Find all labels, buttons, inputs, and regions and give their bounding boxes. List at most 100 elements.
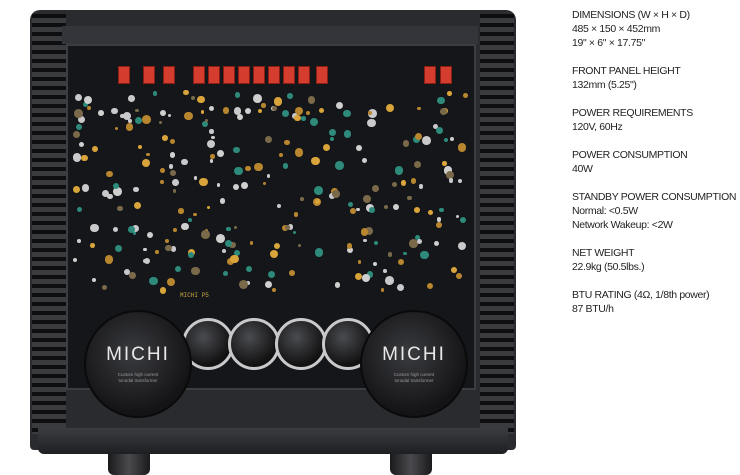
board-component bbox=[81, 184, 90, 192]
board-component bbox=[142, 247, 147, 252]
board-component bbox=[75, 93, 82, 101]
board-component bbox=[373, 240, 378, 245]
board-component bbox=[319, 108, 325, 114]
board-component bbox=[449, 137, 454, 142]
board-component bbox=[170, 246, 177, 253]
spec-block: BTU RATING (4Ω, 1/8th power)87 BTU/h bbox=[572, 288, 736, 316]
board-component bbox=[244, 107, 252, 115]
board-component bbox=[285, 225, 290, 230]
board-component bbox=[274, 242, 281, 250]
board-component bbox=[246, 266, 253, 273]
board-component bbox=[133, 186, 140, 193]
board-component bbox=[174, 266, 181, 273]
board-component bbox=[363, 195, 372, 204]
board-component bbox=[200, 110, 205, 115]
spec-block: DIMENSIONS (W × H × D) 485 × 150 × 452mm 1… bbox=[572, 8, 736, 50]
board-component bbox=[307, 95, 316, 104]
board-component bbox=[382, 269, 387, 273]
film-capacitor bbox=[163, 66, 175, 84]
board-component bbox=[117, 205, 123, 212]
spec-heading: DIMENSIONS (W × H × D) bbox=[572, 9, 690, 21]
board-component bbox=[223, 271, 229, 276]
board-component bbox=[332, 189, 340, 198]
board-component bbox=[128, 119, 132, 123]
board-component bbox=[86, 106, 91, 111]
board-component bbox=[253, 93, 262, 103]
board-component bbox=[193, 213, 197, 217]
board-component bbox=[264, 135, 273, 144]
board-component bbox=[387, 251, 393, 257]
board-component bbox=[254, 162, 263, 172]
board-component bbox=[171, 179, 179, 186]
board-component bbox=[187, 251, 195, 259]
board-component bbox=[261, 103, 266, 108]
transformer-caption: Custom high current toroidal transformer bbox=[393, 372, 435, 383]
board-component bbox=[271, 287, 277, 292]
spec-value: 19" × 6" × 17.75" bbox=[572, 37, 645, 49]
board-component bbox=[439, 207, 444, 213]
board-component bbox=[217, 149, 225, 157]
board-component bbox=[168, 114, 172, 118]
board-component bbox=[226, 227, 231, 232]
board-component bbox=[417, 239, 423, 245]
spec-value: 120V, 60Hz bbox=[572, 121, 623, 133]
board-component bbox=[455, 273, 462, 279]
board-component bbox=[127, 95, 135, 102]
board-component bbox=[137, 145, 142, 149]
film-capacitor bbox=[424, 66, 436, 84]
board-component bbox=[222, 248, 227, 253]
filter-capacitor bbox=[275, 318, 327, 370]
board-component bbox=[294, 107, 304, 116]
board-component bbox=[210, 154, 215, 159]
board-component bbox=[205, 118, 209, 123]
board-component bbox=[159, 110, 166, 117]
board-component bbox=[328, 128, 336, 136]
board-component bbox=[278, 152, 284, 158]
board-component bbox=[409, 239, 418, 249]
board-component bbox=[349, 207, 357, 215]
right-heatsink bbox=[480, 14, 514, 434]
spec-value: 485 × 150 × 452mm bbox=[572, 23, 661, 35]
board-component bbox=[367, 118, 376, 128]
board-component bbox=[92, 145, 99, 152]
board-component bbox=[79, 141, 85, 147]
board-component bbox=[460, 217, 467, 224]
board-component bbox=[234, 91, 241, 98]
board-component bbox=[84, 96, 93, 105]
toroidal-transformer-right: MICHI Custom high current toroidal trans… bbox=[360, 310, 468, 418]
board-component bbox=[170, 138, 176, 144]
spec-value: 22.9kg (50.5lbs.) bbox=[572, 261, 645, 273]
board-component bbox=[147, 232, 154, 239]
board-component bbox=[146, 152, 151, 157]
board-component bbox=[273, 97, 283, 106]
board-component bbox=[413, 207, 420, 214]
board-component bbox=[181, 222, 190, 231]
spec-value: 132mm (5.25") bbox=[572, 79, 637, 91]
board-component bbox=[457, 242, 466, 251]
board-component bbox=[234, 250, 241, 257]
board-component bbox=[347, 247, 354, 254]
board-component bbox=[76, 206, 83, 213]
transformer-logo: MICHI bbox=[106, 344, 170, 365]
board-component bbox=[170, 170, 177, 177]
board-component bbox=[436, 126, 444, 134]
board-component bbox=[417, 106, 421, 111]
board-component bbox=[457, 142, 467, 152]
board-component bbox=[209, 129, 214, 134]
board-component bbox=[74, 109, 83, 119]
board-component bbox=[173, 228, 178, 232]
board-component bbox=[249, 241, 254, 246]
board-component bbox=[112, 183, 119, 190]
toroidal-transformer-left: MICHI Custom high current toroidal trans… bbox=[84, 310, 192, 418]
board-component bbox=[164, 244, 172, 252]
board-component bbox=[98, 110, 104, 117]
spec-heading: POWER CONSUMPTION bbox=[572, 149, 688, 161]
filter-capacitor bbox=[228, 318, 280, 370]
film-capacitor bbox=[440, 66, 452, 84]
board-component bbox=[215, 234, 225, 244]
board-component bbox=[420, 251, 429, 260]
board-component bbox=[244, 165, 251, 172]
board-component bbox=[293, 212, 299, 217]
film-capacitor bbox=[193, 66, 205, 84]
board-component bbox=[197, 95, 205, 104]
